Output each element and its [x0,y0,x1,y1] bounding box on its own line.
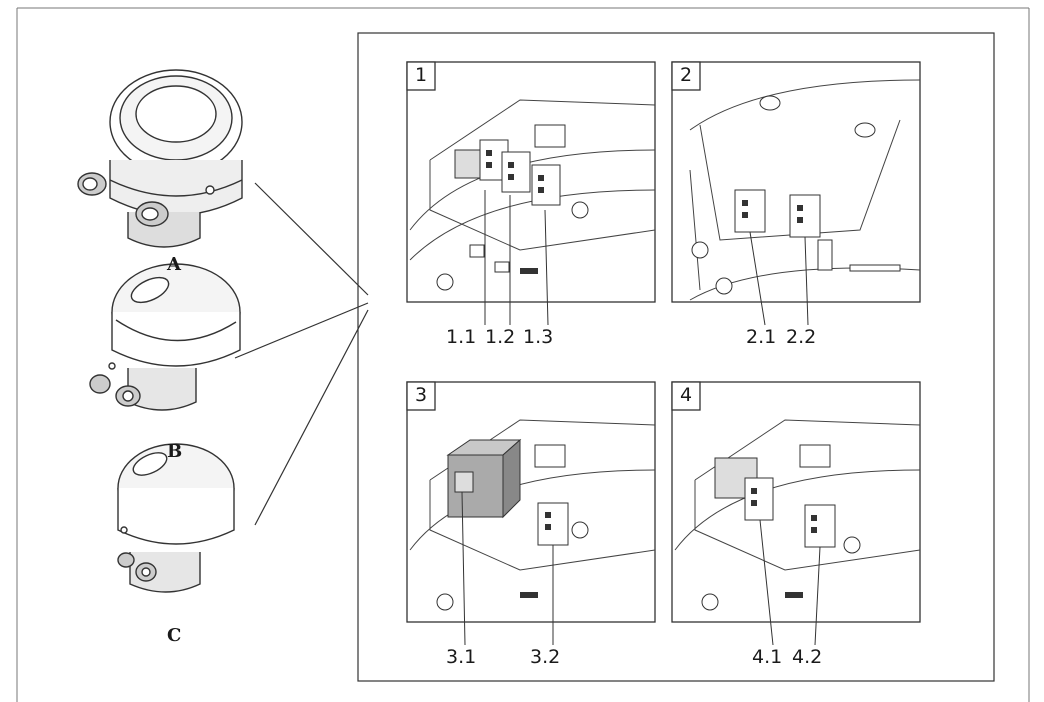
panel-1-illustration [406,61,656,303]
panel-4-illustration [671,381,921,623]
callout-3-2: 3.2 [530,646,561,668]
housing-c-label: C [167,625,182,646]
callout-3-1: 3.1 [446,646,477,668]
panel-2-callout-lines [749,231,809,326]
callout-4-1: 4.1 [752,646,783,668]
detail-frame [357,32,995,682]
panel-2-number: 2 [680,64,693,86]
callout-4-2: 4.2 [792,646,823,668]
panel-3-number: 3 [415,384,428,406]
panel-1-number: 1 [415,64,428,86]
panel-3-illustration [406,381,656,623]
housing-c-icon [117,443,235,593]
panel-4-number: 4 [680,384,693,406]
housing-a-label: A [167,254,181,275]
panel-4-callout-lines [759,519,821,646]
housing-b-icon [89,263,241,411]
callout-1-3: 1.3 [523,326,554,348]
callout-1-2: 1.2 [485,326,516,348]
panel-1-callout-lines [484,190,549,326]
callout-2-1: 2.1 [746,326,777,348]
housing-a-icon [77,69,243,248]
panel-3-callout-lines [461,491,554,646]
housing-b-label: B [167,441,183,462]
callout-1-1: 1.1 [446,326,477,348]
panel-2-illustration [671,61,921,303]
leader-lines [234,182,369,526]
callout-2-2: 2.2 [786,326,817,348]
